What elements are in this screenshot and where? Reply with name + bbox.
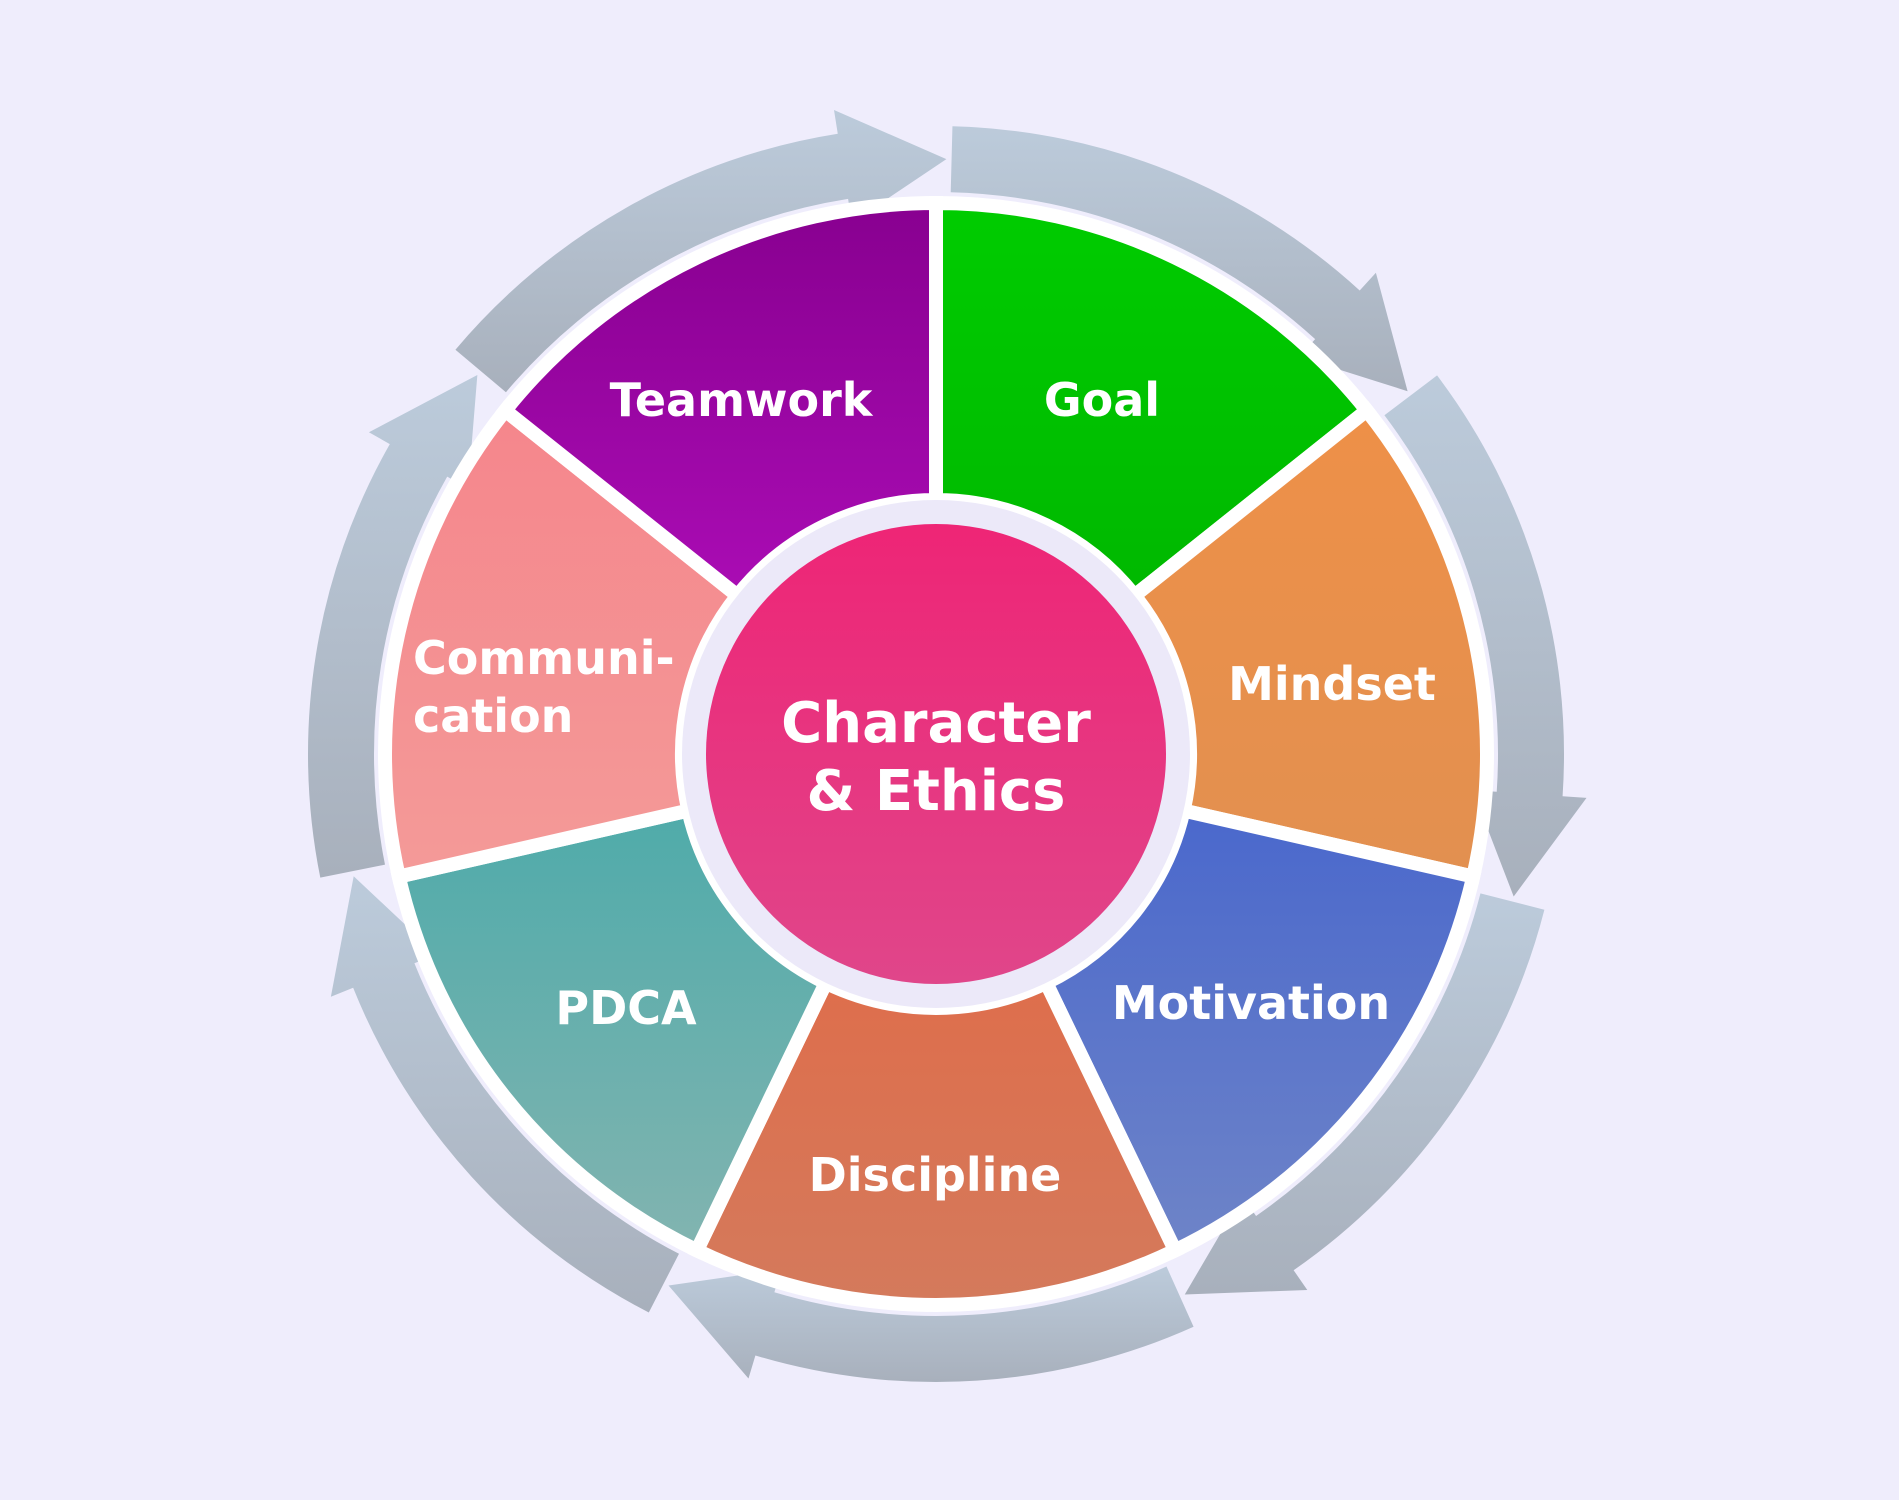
arrow-pdca (330, 876, 679, 1313)
arrow-discipline (668, 1266, 1194, 1382)
segment-label-communication: cation (413, 689, 573, 743)
cycle-arrows (308, 110, 1587, 1382)
arrow-mindset (1384, 375, 1587, 897)
segment-label-motivation: Motivation (1112, 976, 1390, 1030)
arrow-teamwork (455, 110, 947, 393)
segment-label-pdca: PDCA (555, 981, 697, 1035)
center-title-line1: Character (781, 691, 1091, 756)
arrow-goal (950, 126, 1408, 392)
segment-label-goal: Goal (1044, 373, 1160, 427)
segments (378, 195, 1494, 1312)
segment-label-mindset: Mindset (1228, 657, 1436, 711)
segment-label-communication: Communi- (413, 631, 675, 685)
arrow-communication (308, 374, 478, 878)
center-circle (706, 524, 1166, 984)
center-title-line2: & Ethics (807, 759, 1066, 824)
arrow-motivation (1184, 893, 1545, 1295)
segment-label-discipline: Discipline (809, 1148, 1062, 1202)
segment-label-teamwork: Teamwork (610, 373, 874, 427)
